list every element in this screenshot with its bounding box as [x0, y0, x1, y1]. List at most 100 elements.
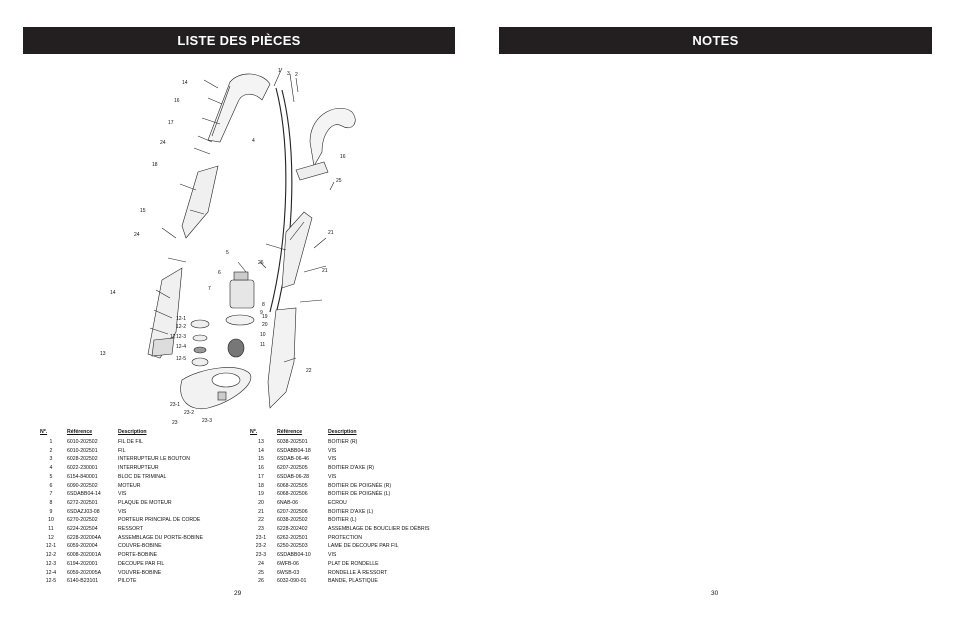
part-reference: 6SDAZJ03-08: [67, 508, 100, 515]
part-reference: 6228-202402: [277, 526, 308, 533]
col-header-description: Description: [118, 429, 147, 435]
part-number: 12-1: [45, 543, 57, 550]
part-number: 15: [258, 456, 264, 463]
callout-21a: 21: [328, 230, 334, 236]
callout-21b: 21: [322, 268, 328, 274]
part-reference: 6228-202004A: [67, 534, 102, 541]
part-reference: 6272-202501: [67, 499, 98, 506]
col-header-reference: Référence: [67, 429, 93, 435]
col-header-description: Description: [328, 429, 357, 435]
part-number: 12-3: [45, 560, 57, 567]
part-description: BOITIER D'AXE (L): [328, 508, 374, 515]
callout-10: 10: [260, 332, 266, 338]
callout-2: 2: [295, 72, 298, 78]
callout-20: 20: [262, 322, 268, 328]
col-header-no: Nº.: [250, 429, 258, 435]
callout-24b: 24: [134, 232, 140, 238]
part-description: VIS: [328, 456, 337, 463]
callout-19: 19: [262, 314, 268, 320]
part-number: 16: [258, 465, 264, 472]
part-reference: 6010-202502: [67, 439, 98, 445]
part-number: 4: [49, 465, 53, 472]
part-description: PILOTE: [118, 578, 137, 585]
part-reference: 6SDABB04-14: [67, 491, 101, 498]
callout-12-2: 12-2: [176, 324, 186, 330]
part-description: ECROU: [328, 499, 347, 506]
callout-23-1: 23-1: [170, 402, 180, 408]
part-description: BOITIER DE POIGNÉE (R): [328, 482, 392, 489]
part-reference: 6WFB-06: [277, 560, 299, 567]
part-reference: 6194-202001: [67, 560, 98, 567]
part-description: RONDELLE À RESSORT: [328, 569, 388, 576]
table-header-row: Nº. Référence Description: [40, 428, 248, 438]
part-reference: 6028-202502: [67, 456, 98, 463]
part-number: 12: [48, 534, 54, 541]
callout-6: 6: [218, 270, 221, 276]
part-reference: 6038-202502: [277, 517, 308, 524]
notes-title: NOTES: [692, 33, 739, 48]
page-number: 29: [234, 590, 242, 597]
callout-16b: 16: [340, 154, 346, 160]
part-description: PORTEUR PRINCIPAL DE CORDE: [118, 517, 201, 524]
part-description: VIS: [328, 552, 337, 559]
part-number: 12-2: [45, 552, 57, 559]
callout-14b: 14: [110, 290, 116, 296]
part-reference: 6262-202501: [277, 534, 308, 541]
part-description: BANDE, PLASTIQUE: [328, 578, 378, 585]
part-reference: 6032-090-01: [277, 578, 307, 585]
callout-14a: 14: [182, 80, 188, 86]
section-title-bar: LISTE DES PIÈCES: [23, 27, 455, 54]
part-number: 1: [49, 439, 53, 445]
part-number: 19: [258, 491, 264, 498]
part-description: PLAT DE RONDELLE: [328, 560, 379, 567]
part-reference: 6140-B23101: [67, 578, 99, 585]
part-number: 18: [258, 482, 264, 489]
col-header-no: Nº.: [40, 429, 48, 435]
part-number: 10: [48, 517, 54, 524]
callout-5: 5: [226, 250, 229, 256]
callout-23: 23: [172, 420, 178, 424]
exploded-view-drawing: 1 2 3 4 5 6 7 8 9 10 11 12 12-1 12-2 12-…: [100, 67, 356, 424]
part-reference: 6059-202005A: [67, 569, 102, 576]
part-description: VOUVRE-BOBINE: [118, 569, 162, 576]
part-number: 13: [258, 439, 264, 445]
part-description: PLAQUE DE MOTEUR: [118, 499, 172, 506]
part-description: INTERRUPTEUR: [118, 465, 159, 472]
part-description: BOITIER DE POIGNÉE (L): [328, 491, 391, 498]
part-reference: 6WSB-03: [277, 569, 300, 576]
page-number: 30: [711, 590, 719, 597]
part-reference: 6NAB-06: [277, 499, 299, 506]
part-reference: 6250-202503: [277, 543, 308, 550]
part-reference: 6090-202502: [67, 482, 98, 489]
part-description: VIS: [118, 508, 127, 515]
part-number: 24: [258, 560, 264, 567]
callout-9: 9: [260, 310, 263, 316]
part-description: VIS: [328, 473, 337, 480]
part-number: 23: [258, 526, 264, 533]
callout-12-3: 12-3: [176, 334, 186, 340]
part-reference: 6SDABB04-18: [277, 447, 311, 454]
callout-11: 11: [260, 342, 265, 348]
part-number: 22: [258, 517, 264, 524]
part-reference: 6038-202501: [277, 439, 308, 445]
